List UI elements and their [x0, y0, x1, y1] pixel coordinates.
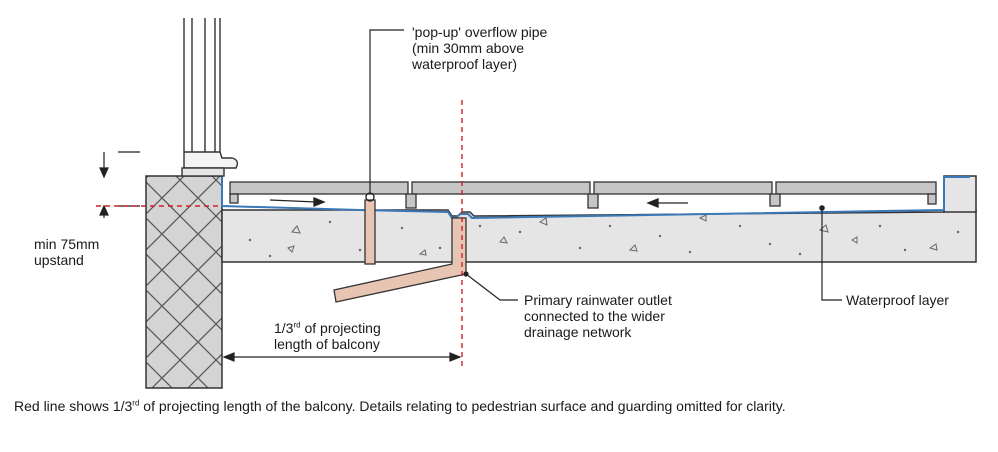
overflow-pipe-label: 'pop-up' overflow pipe (min 30mm above w… [412, 24, 547, 72]
projection-dimension [222, 352, 462, 362]
one-third-marker [96, 100, 463, 368]
overflow-pipe [364, 192, 376, 265]
caption-pre: Red line shows 1/3 [14, 398, 133, 414]
projection-rest: of projecting [300, 320, 381, 336]
upstand-label-line1: min 75mm [34, 236, 100, 252]
primary-outlet-pipe [333, 217, 467, 303]
concrete-slab [221, 175, 977, 263]
flow-arrows [269, 197, 688, 208]
projection-label: 1/3rd of projecting length of balcony [274, 320, 381, 352]
outlet-label-line2: connected to the wider [524, 308, 665, 324]
upstand-label-line2: upstand [34, 252, 84, 268]
outlet-label: Primary rainwater outlet connected to th… [524, 292, 672, 340]
upstand-dimension [99, 151, 140, 218]
outlet-label-line1: Primary rainwater outlet [524, 292, 672, 308]
door-frame [181, 18, 239, 177]
upstand-label: min 75mm upstand [34, 236, 99, 268]
overflow-pipe-label-line1: 'pop-up' overflow pipe [412, 24, 548, 40]
masonry-wall [145, 175, 223, 389]
projection-label-line1: 1/3rd of projecting [274, 320, 381, 336]
outlet-label-line3: drainage network [524, 324, 632, 340]
leader-lines [369, 29, 842, 301]
figure-caption: Red line shows 1/3rd of projecting lengt… [14, 398, 786, 414]
projection-sup: rd [293, 320, 301, 330]
decking [229, 181, 937, 209]
waterproof-layer [221, 176, 970, 220]
waterproof-layer-label: Waterproof layer [846, 292, 949, 308]
projection-label-line2: length of balcony [274, 336, 380, 352]
caption-post: of projecting length of the balcony. Det… [139, 398, 786, 414]
overflow-pipe-label-line2: (min 30mm above [412, 40, 525, 56]
overflow-pipe-label-line3: waterproof layer) [412, 56, 518, 72]
projection-fraction: 1/3 [274, 320, 294, 336]
caption-sup: rd [132, 398, 140, 408]
